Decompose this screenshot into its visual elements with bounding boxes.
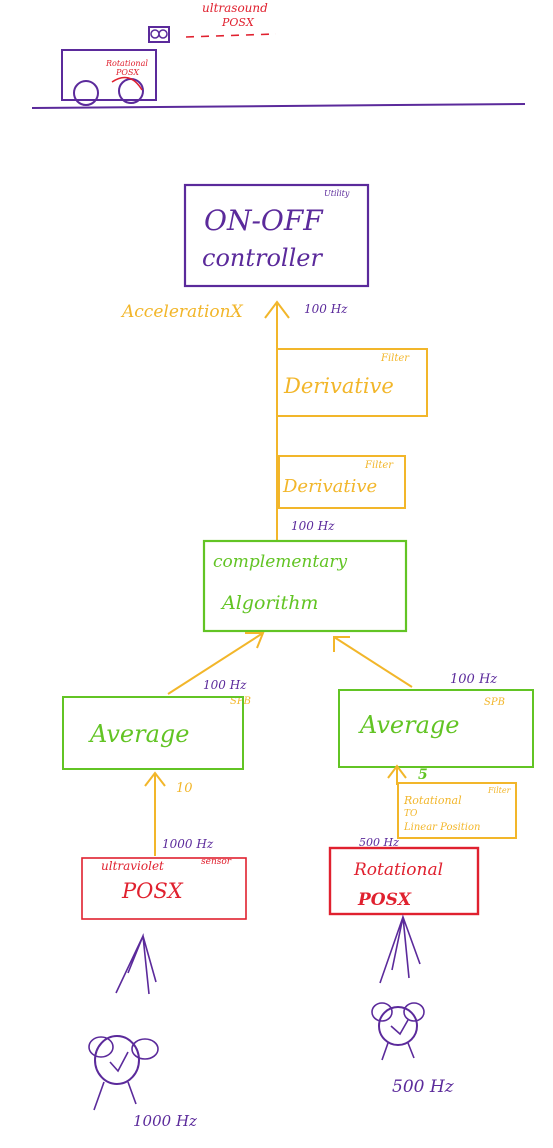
right-sensor-label: POSX bbox=[357, 890, 412, 910]
right-clock-trigger: 500 Hz bbox=[371, 914, 455, 1097]
right-average-tag: SPB bbox=[484, 697, 505, 708]
filter-box bbox=[278, 455, 406, 509]
arrow-right-average-to-complementary bbox=[333, 636, 413, 688]
left-sensor-block: 1000 Hz ultraviolet sensor POSX bbox=[81, 837, 247, 920]
left-sample-count: 10 bbox=[176, 781, 193, 796]
right-clock-rate: 500 Hz bbox=[392, 1077, 455, 1097]
ground-line bbox=[31, 103, 526, 109]
complementary-block: 100 Hz complementary Algorithm bbox=[202, 519, 408, 633]
right-sensor-block: 500 Hz Rotational POSX bbox=[328, 836, 480, 916]
right-average-label: Average bbox=[358, 711, 459, 739]
right-average-rate: 100 Hz bbox=[450, 672, 497, 687]
left-average-block: 100 Hz SPB Average bbox=[62, 678, 251, 770]
controller-rate: 100 Hz bbox=[304, 302, 348, 316]
controller-box bbox=[183, 183, 370, 288]
controller-title: ON-OFF bbox=[204, 204, 324, 237]
right-average-block: 100 Hz SPB Average bbox=[338, 672, 534, 768]
filter-label: Derivative bbox=[283, 374, 394, 398]
derivative-filter-1: Filter Derivative bbox=[276, 348, 428, 417]
ultrasound-pos-label: POSX bbox=[221, 16, 255, 29]
trigger-arrow-icon bbox=[115, 933, 157, 995]
left-clock-trigger: 1000 Hz bbox=[88, 933, 197, 1130]
filter-tag: Filter bbox=[380, 353, 410, 364]
left-sensor-title: ultraviolet bbox=[101, 859, 164, 873]
left-average-box bbox=[62, 696, 244, 770]
right-average-box bbox=[338, 689, 534, 768]
right-sample-count: 5 bbox=[418, 767, 428, 783]
complementary-rate: 100 Hz bbox=[291, 519, 335, 533]
ultrasound-label: ultrasound bbox=[202, 1, 268, 15]
arrow-right-converter-to-average: 5 bbox=[387, 764, 428, 785]
controller-tag: Utility bbox=[324, 189, 350, 198]
complementary-box bbox=[202, 539, 408, 633]
vehicle-wheel-left bbox=[73, 80, 99, 106]
right-sensor-title: Rotational bbox=[353, 860, 443, 880]
left-sensor-rate: 1000 Hz bbox=[162, 837, 214, 851]
vehicle-scene: ultrasound POSX Rotational POSX bbox=[31, 1, 526, 109]
filter-box bbox=[276, 348, 428, 417]
rotational-pos-label: POSX bbox=[115, 68, 139, 77]
controller-subtitle: controller bbox=[202, 244, 323, 272]
rotational-label: Rotational bbox=[105, 59, 148, 68]
alarm-clock-icon bbox=[371, 1002, 425, 1061]
complementary-title: complementary bbox=[213, 552, 347, 572]
vehicle-body bbox=[61, 49, 157, 101]
converter-tag: Filter bbox=[487, 786, 512, 795]
arrow-left-average-to-complementary bbox=[167, 632, 265, 695]
right-sensor-rate: 500 Hz bbox=[359, 836, 399, 849]
left-sensor-tag: sensor bbox=[201, 857, 232, 867]
left-average-tag: SPB bbox=[230, 696, 251, 707]
alarm-clock-icon bbox=[88, 1035, 159, 1111]
ultrasound-sensor-icon bbox=[148, 26, 170, 43]
rotational-to-linear-filter: Filter Rotational TO Linear Position bbox=[397, 782, 517, 839]
left-average-label: Average bbox=[88, 720, 189, 748]
arrow-to-controller bbox=[264, 300, 290, 540]
left-average-rate: 100 Hz bbox=[203, 678, 247, 692]
filter-tag: Filter bbox=[364, 460, 394, 471]
rotation-arrow-icon bbox=[111, 76, 143, 91]
left-clock-rate: 1000 Hz bbox=[133, 1112, 197, 1130]
converter-line3: Linear Position bbox=[403, 822, 480, 833]
ultrasound-beam bbox=[185, 33, 277, 38]
converter-box bbox=[397, 782, 517, 839]
left-sensor-box bbox=[81, 857, 247, 920]
converter-line1: Rotational bbox=[403, 794, 462, 807]
complementary-subtitle: Algorithm bbox=[220, 592, 318, 614]
right-sensor-box bbox=[328, 846, 480, 916]
filter-label: Derivative bbox=[282, 476, 377, 497]
converter-line2: TO bbox=[404, 809, 418, 819]
arrow-left-sensor-to-average: 10 bbox=[144, 771, 193, 856]
derivative-filter-2: Filter Derivative bbox=[278, 455, 406, 509]
left-sensor-label: POSX bbox=[121, 879, 184, 903]
controller-block: Utility ON-OFF controller AccelerationX … bbox=[120, 183, 370, 322]
acceleration-label: AccelerationX bbox=[120, 302, 244, 322]
trigger-arrow-icon bbox=[379, 914, 421, 984]
